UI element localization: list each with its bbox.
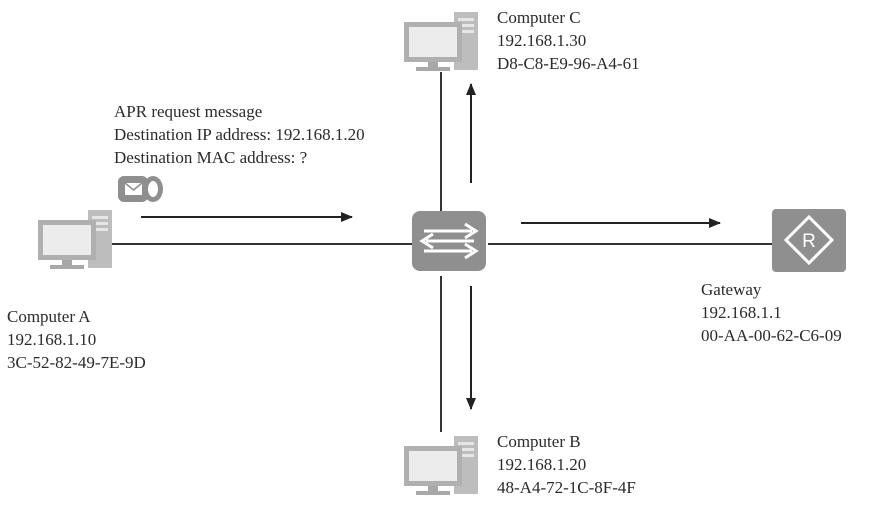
computer-a-ip: 192.168.1.10 [7,330,97,349]
computer-b-icon [404,436,478,495]
envelope-icon [118,176,163,202]
gateway-name: Gateway [701,280,762,299]
computer-c-name: Computer C [497,8,581,27]
gateway-label: Gateway 192.168.1.1 00-AA-00-62-C6-09 [701,278,842,347]
router-letter: R [802,231,816,252]
message-dest-ip: Destination IP address: 192.168.1.20 [114,125,365,144]
message-label: APR request message Destination IP addre… [114,100,365,169]
computer-a-name: Computer A [7,307,91,326]
computer-b-ip: 192.168.1.20 [497,455,587,474]
router-icon: R [772,209,846,272]
message-dest-mac: Destination MAC address: ? [114,148,308,167]
computer-c-icon [404,12,478,71]
computer-a-icon [38,210,112,269]
computer-b-name: Computer B [497,432,581,451]
computer-b-mac: 48-A4-72-1C-8F-4F [497,478,636,497]
computer-c-ip: 192.168.1.30 [497,31,587,50]
computer-a-mac: 3C-52-82-49-7E-9D [7,353,146,372]
computer-b-label: Computer B 192.168.1.20 48-A4-72-1C-8F-4… [497,430,636,499]
gateway-mac: 00-AA-00-62-C6-09 [701,326,842,345]
computer-a-label: Computer A 192.168.1.10 3C-52-82-49-7E-9… [7,305,146,374]
switch-icon [412,211,486,271]
computer-c-label: Computer C 192.168.1.30 D8-C8-E9-96-A4-6… [497,6,640,75]
gateway-ip: 192.168.1.1 [701,303,782,322]
computer-c-mac: D8-C8-E9-96-A4-61 [497,54,640,73]
message-title: APR request message [114,102,263,121]
